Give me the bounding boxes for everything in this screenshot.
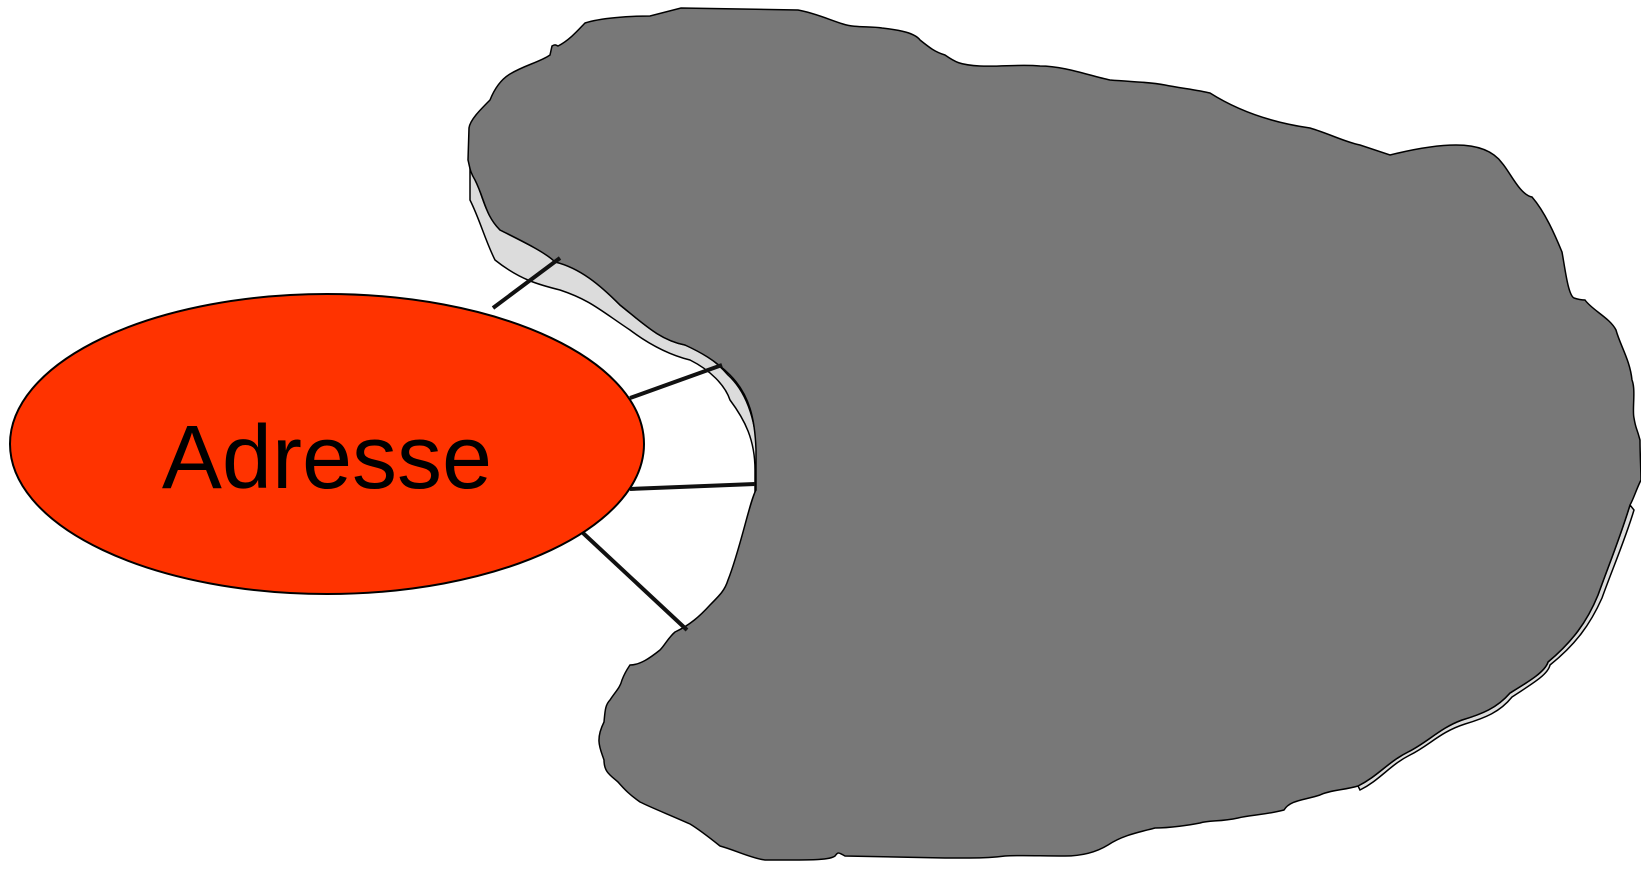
connector-line: [583, 533, 687, 630]
connector-line: [630, 365, 722, 398]
connector-line: [630, 484, 755, 489]
address-label: Adresse: [162, 408, 492, 508]
